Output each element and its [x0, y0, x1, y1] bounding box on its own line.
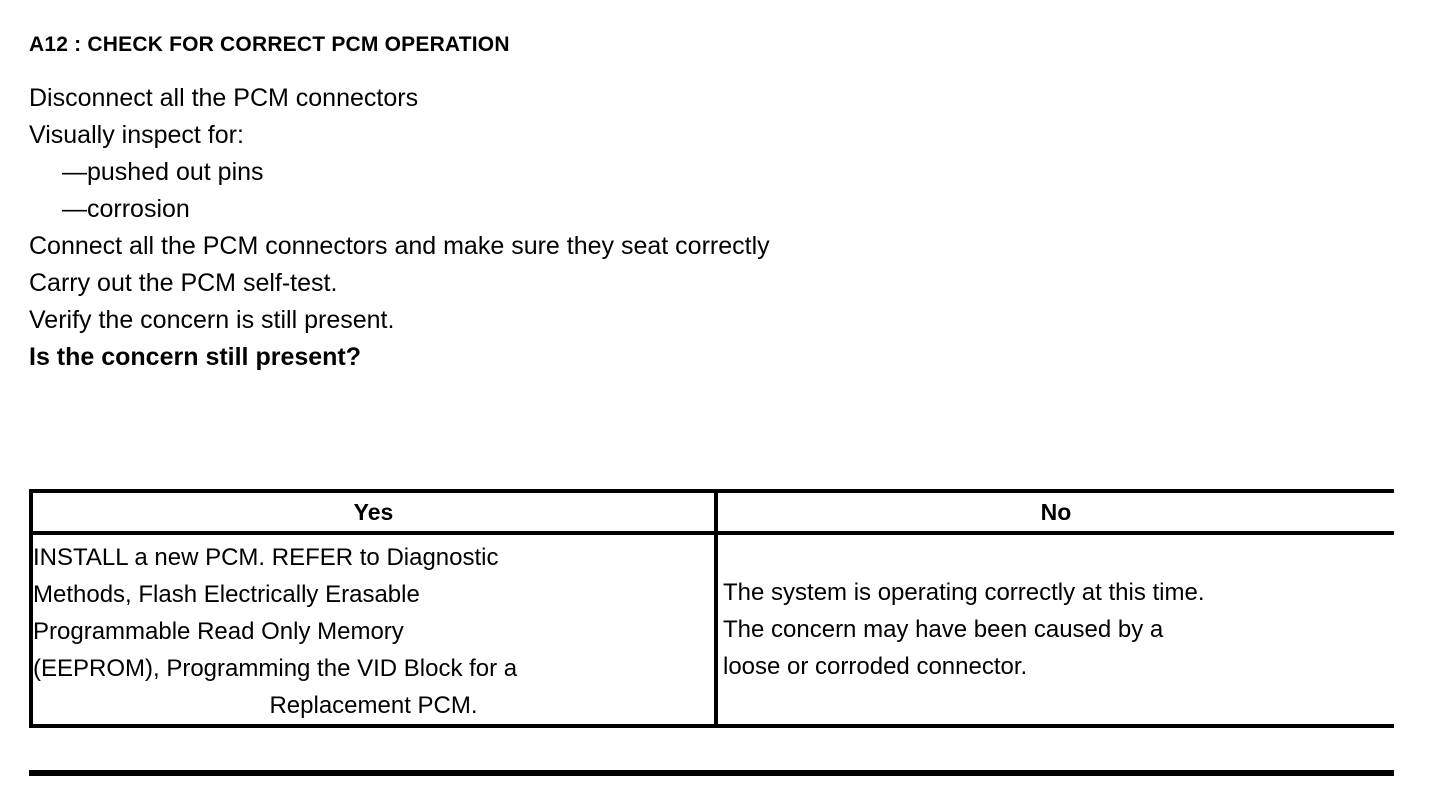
- section-divider-rule: [29, 770, 1394, 776]
- yes-line-3: Programmable Read Only Memory: [33, 618, 404, 645]
- column-header-no: No: [716, 493, 1394, 535]
- instruction-list: Disconnect all the PCM connectors Visual…: [29, 80, 1399, 376]
- decision-table: Yes No INSTALL a new PCM. REFER to Diagn…: [29, 489, 1394, 728]
- yes-line-2: Methods, Flash Electrically Erasable: [33, 581, 420, 608]
- instruction-bullet-corrosion: —corrosion: [62, 195, 190, 223]
- cell-yes-action: INSTALL a new PCM. REFER to Diagnostic M…: [33, 533, 718, 724]
- yes-line-4: (EEPROM), Programming the VID Block for …: [33, 655, 518, 682]
- no-line-3: loose or corroded connector.: [723, 653, 1028, 680]
- instruction-bullet-pushed-out-pins: —pushed out pins: [62, 158, 264, 186]
- instruction-line-visually-inspect: Visually inspect for:: [29, 121, 244, 149]
- no-action-text: The system is operating correctly at thi…: [718, 574, 1394, 685]
- instruction-line-self-test: Carry out the PCM self-test.: [29, 269, 338, 297]
- instruction-line-disconnect: Disconnect all the PCM connectors: [29, 84, 419, 112]
- page-title: A12 : CHECK FOR CORRECT PCM OPERATION: [29, 33, 510, 56]
- table-row: INSTALL a new PCM. REFER to Diagnostic M…: [33, 533, 1394, 724]
- no-line-2: The concern may have been caused by a: [723, 616, 1164, 643]
- yes-action-text: INSTALL a new PCM. REFER to Diagnostic M…: [33, 535, 714, 724]
- cell-no-action: The system is operating correctly at thi…: [716, 533, 1394, 724]
- no-line-1: The system is operating correctly at thi…: [723, 579, 1205, 606]
- instruction-question: Is the concern still present?: [29, 343, 362, 371]
- instruction-line-connect: Connect all the PCM connectors and make …: [29, 232, 770, 260]
- yes-line-1: INSTALL a new PCM. REFER to Diagnostic: [33, 544, 499, 571]
- yes-line-5: Replacement PCM.: [269, 692, 478, 719]
- column-header-yes: Yes: [33, 493, 718, 535]
- instruction-line-verify: Verify the concern is still present.: [29, 306, 395, 334]
- table-header-row: Yes No: [33, 493, 1394, 535]
